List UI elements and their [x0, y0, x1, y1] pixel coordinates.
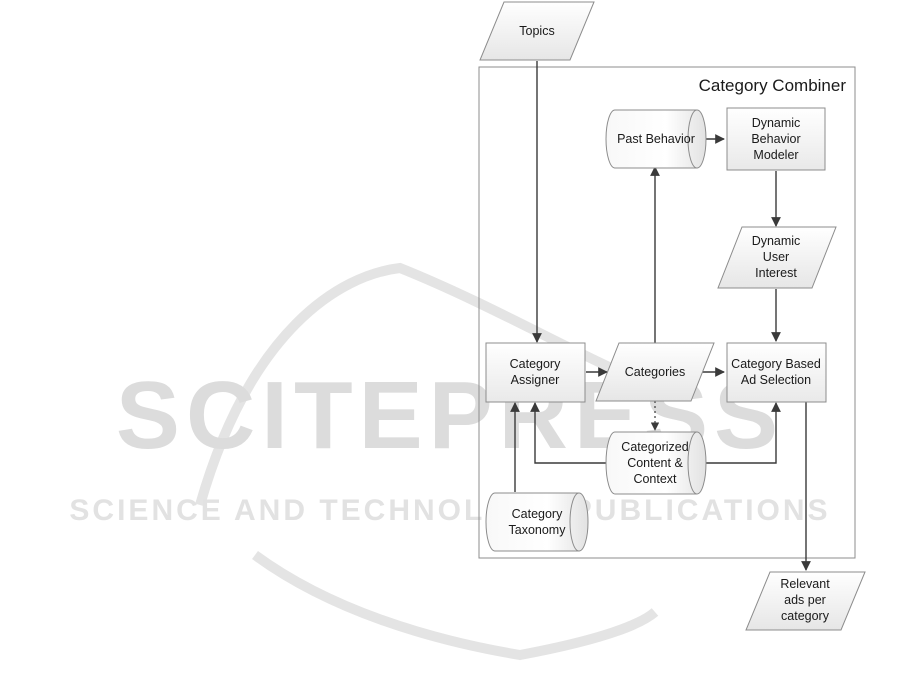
label-line: Context: [633, 472, 677, 486]
node-past-behavior: Past Behavior: [606, 110, 706, 168]
node-relevant-ads-label: Relevant ads per category: [780, 577, 830, 623]
node-categories-label: Categories: [625, 365, 685, 379]
node-category-based-ad-selection: Category Based Ad Selection: [727, 343, 826, 402]
node-relevant-ads: Relevant ads per category: [746, 572, 865, 630]
label-line: Modeler: [753, 148, 798, 162]
label-line: User: [763, 250, 789, 264]
label-line: Category: [510, 357, 561, 371]
label-line: Categories: [625, 365, 685, 379]
label-line: Past Behavior: [617, 132, 695, 146]
node-topics-label: Topics: [519, 24, 554, 38]
label-line: Behavior: [751, 132, 800, 146]
node-topics: Topics: [480, 2, 594, 60]
watermark: SCITEPRESS SCIENCE AND TECHNOLOGY PUBLIC…: [69, 268, 830, 655]
label-line: Category: [512, 507, 563, 521]
label-line: Dynamic: [752, 234, 801, 248]
label-line: Ad Selection: [741, 373, 811, 387]
container-title: Category Combiner: [699, 76, 847, 95]
label-line: Dynamic: [752, 116, 801, 130]
label-line: category: [781, 609, 830, 623]
node-past-behavior-label: Past Behavior: [617, 132, 695, 146]
label-line: Content &: [627, 456, 683, 470]
watermark-subtitle: SCIENCE AND TECHNOLOGY PUBLICATIONS: [69, 494, 830, 527]
label-line: Taxonomy: [509, 523, 567, 537]
label-line: Assigner: [511, 373, 560, 387]
label-line: Relevant: [780, 577, 830, 591]
label-line: Topics: [519, 24, 554, 38]
label-line: Categorized: [621, 440, 688, 454]
label-line: Interest: [755, 266, 797, 280]
label-line: Category Based: [731, 357, 821, 371]
label-line: ads per: [784, 593, 826, 607]
